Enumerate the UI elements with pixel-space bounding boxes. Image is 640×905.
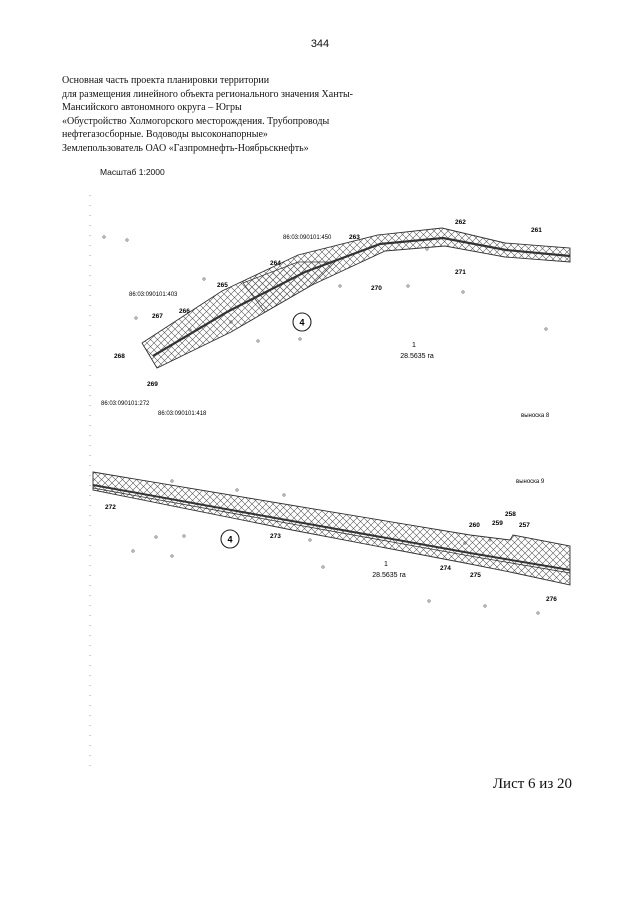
point-label: 268: [114, 353, 125, 360]
survey-marks: [102, 235, 548, 615]
sheet-number: Лист 6 из 20: [492, 776, 572, 792]
corridor-branch: [242, 261, 336, 313]
point-label: 262: [455, 219, 466, 226]
callout-label: выноска 9: [516, 479, 545, 485]
header-line: Мансийского автономного округа – Югры: [62, 102, 242, 113]
map-fragment-1: 268 267 266 265 264 263 262 261 271 270 …: [101, 219, 571, 419]
cadastral-number: 86:03:090101:418: [158, 411, 207, 417]
cadastral-number: 86:03:090101:450: [283, 235, 332, 241]
point-label: 274: [440, 565, 451, 572]
pipeline-axis: [152, 236, 571, 357]
map-fragment-2: 272 273 274 275 260 259 258 257 276 4 1 …: [92, 471, 571, 603]
point-label: 271: [455, 269, 466, 276]
corridor-band: [141, 227, 571, 369]
area-value: 28.5635 га: [400, 353, 434, 360]
header-line: Основная часть проекта планировки террит…: [62, 75, 270, 86]
point-label: 275: [470, 572, 481, 579]
header-line: нефтегазосборные. Водоводы высоконапорны…: [62, 129, 268, 140]
point-label: 273: [270, 533, 281, 540]
zone-marker: [220, 529, 240, 549]
header-line: Землепользователь ОАО «Газпромнефть-Нояб…: [62, 142, 309, 154]
point-label: 272: [105, 504, 116, 511]
header-line: для размещения линейного объекта региона…: [62, 88, 353, 100]
point-label: 260: [469, 522, 480, 529]
pipeline-axis: [92, 484, 571, 571]
point-label: 276: [546, 596, 557, 603]
area-index: 1: [412, 342, 416, 349]
point-label: 257: [519, 522, 530, 529]
zone-marker: [292, 312, 312, 332]
zone-number: 4: [299, 318, 304, 328]
area-index: 1: [384, 561, 388, 568]
area-value: 28.5635 га: [372, 572, 406, 579]
point-label: 264: [270, 260, 281, 267]
point-label: 270: [371, 285, 382, 292]
point-label: 267: [152, 313, 163, 320]
point-label: 263: [349, 234, 360, 241]
cadastral-number: 86:03:090101:403: [129, 292, 178, 298]
callout-label: выноска 8: [521, 413, 550, 419]
document-header: Основная часть проекта планировки террит…: [62, 74, 382, 155]
point-label: 269: [147, 381, 158, 388]
point-label: 259: [492, 520, 503, 527]
map-scale: Масштаб 1:2000: [100, 167, 165, 177]
page-number: 344: [310, 38, 330, 50]
cadastral-number: 86:03:090101:272: [101, 401, 150, 407]
pipeline-axis-2: [92, 487, 571, 574]
header-line: «Обустройство Холмогорского месторождени…: [62, 115, 330, 127]
zone-number: 4: [227, 535, 232, 545]
point-label: 258: [505, 511, 516, 518]
point-label: 265: [217, 282, 228, 289]
point-label: 266: [179, 308, 190, 315]
point-label: 261: [531, 227, 542, 234]
